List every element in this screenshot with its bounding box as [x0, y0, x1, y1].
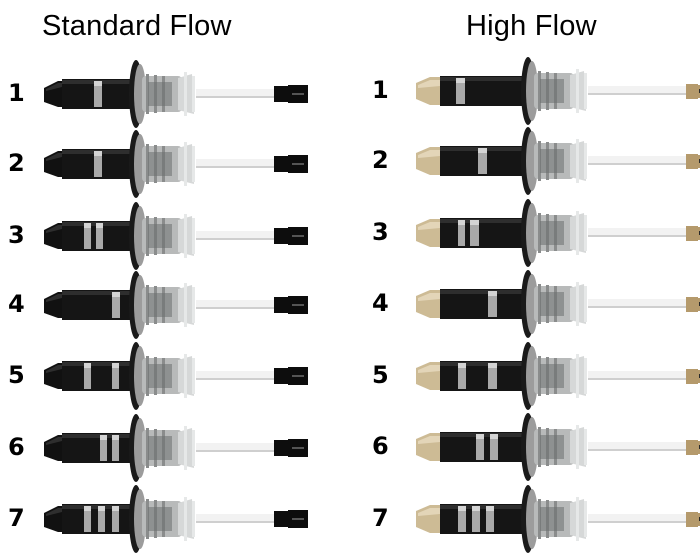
high-flow-pourer-row-6: 6: [372, 411, 700, 481]
standard-flow-pourer-image: [44, 271, 308, 339]
row-number-label: 7: [372, 504, 389, 532]
row-number-label: 3: [8, 221, 25, 249]
standard-flow-pourer-row-7: 7: [8, 483, 338, 553]
row-number-label: 2: [372, 146, 389, 174]
row-number-label: 1: [372, 76, 389, 104]
standard-flow-pourer-row-5: 5: [8, 340, 338, 410]
high-flow-pourer-image: [416, 485, 700, 553]
high-flow-pourer-image: [416, 413, 700, 481]
standard-flow-pourer-image: [44, 414, 308, 482]
row-number-label: 4: [372, 289, 389, 317]
high-flow-pourer-image: [416, 127, 700, 195]
high-flow-pourer-row-5: 5: [372, 340, 700, 410]
row-number-label: 6: [372, 432, 389, 460]
standard-flow-pourer-image: [44, 130, 308, 198]
standard-flow-pourer-image: [44, 202, 308, 270]
high-flow-pourer-row-2: 2: [372, 125, 700, 195]
standard-flow-pourer-row-4: 4: [8, 269, 338, 339]
high-flow-pourer-image: [416, 57, 700, 125]
standard-flow-pourer-image: [44, 485, 308, 553]
row-number-label: 7: [8, 504, 25, 532]
standard-flow-pourer-row-6: 6: [8, 412, 338, 482]
high-flow-pourer-row-1: 1: [372, 55, 700, 125]
standard-flow-pourer-row-3: 3: [8, 200, 338, 270]
standard-flow-title: Standard Flow: [42, 10, 232, 42]
high-flow-pourer-row-3: 3: [372, 197, 700, 267]
standard-flow-pourer-image: [44, 60, 308, 128]
row-number-label: 1: [8, 79, 25, 107]
high-flow-title: High Flow: [466, 10, 597, 42]
row-number-label: 5: [372, 361, 389, 389]
high-flow-pourer-image: [416, 342, 700, 410]
row-number-label: 3: [372, 218, 389, 246]
row-number-label: 6: [8, 433, 25, 461]
standard-flow-pourer-image: [44, 342, 308, 410]
row-number-label: 5: [8, 361, 25, 389]
high-flow-pourer-row-4: 4: [372, 268, 700, 338]
row-number-label: 4: [8, 290, 25, 318]
standard-flow-pourer-row-2: 2: [8, 128, 338, 198]
high-flow-pourer-image: [416, 270, 700, 338]
high-flow-pourer-row-7: 7: [372, 483, 700, 553]
row-number-label: 2: [8, 149, 25, 177]
standard-flow-pourer-row-1: 1: [8, 58, 338, 128]
high-flow-pourer-image: [416, 199, 700, 267]
